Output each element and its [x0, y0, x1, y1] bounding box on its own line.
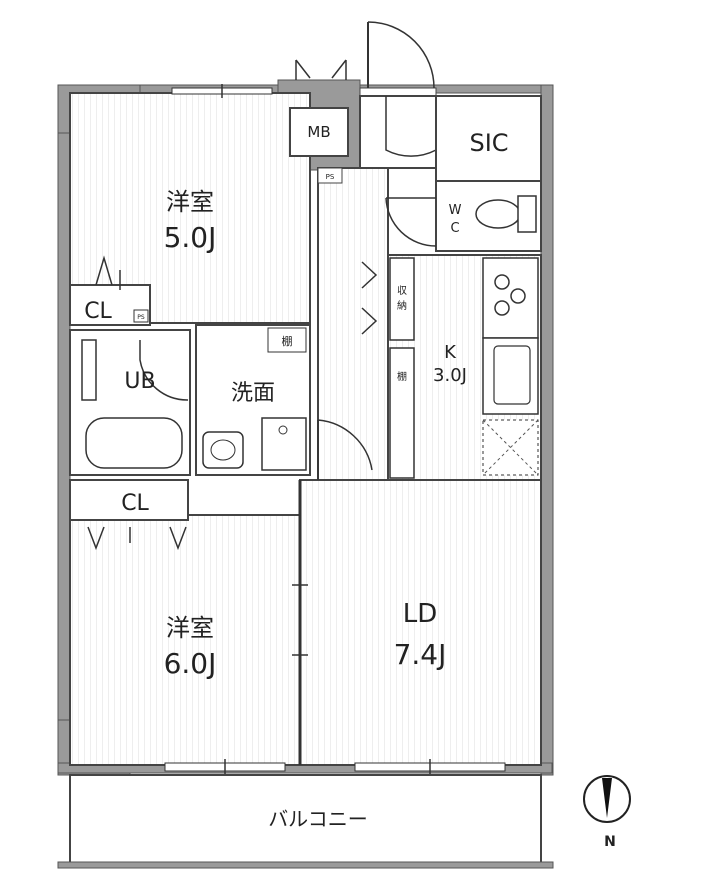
sic-label: SIC: [469, 129, 508, 157]
western-room-1-window[interactable]: [171, 84, 273, 98]
western-room-1-name: 洋室: [166, 188, 214, 216]
hallway-floor: [317, 167, 389, 481]
mb-double-door[interactable]: [295, 59, 347, 80]
western-room-2-name: 洋室: [166, 614, 214, 642]
compass-icon: N: [583, 775, 631, 850]
closet-1: CL PS: [69, 255, 151, 326]
unit-bath: UB: [69, 329, 191, 476]
washroom-door[interactable]: [317, 419, 373, 480]
kitchen: K 3.0J: [433, 257, 539, 476]
toilet-icon: [475, 195, 537, 233]
kitchen-name: K: [444, 342, 457, 363]
balcony-label: バルコニー: [268, 807, 368, 831]
wc-label-c: C: [450, 221, 459, 236]
meter-box: MB: [289, 107, 349, 157]
meter-box-label: MB: [307, 123, 330, 141]
western-room-1-size: 5.0J: [164, 221, 217, 254]
balcony-windows[interactable]: [164, 759, 506, 775]
shelf-label-1: 棚: [282, 334, 293, 348]
ld-size: 7.4J: [394, 638, 447, 671]
sliding-partition[interactable]: [292, 480, 308, 765]
closet-2-label: CL: [121, 491, 149, 516]
washer-pan-icon: [261, 417, 307, 471]
toilet-room: W C: [385, 180, 542, 252]
living-dining: LD 7.4J: [394, 599, 447, 671]
storage-label-1: 収: [397, 285, 407, 297]
balcony: バルコニー: [57, 774, 554, 869]
bathtub-icon: [85, 417, 183, 469]
compass-north-label: N: [604, 834, 616, 850]
shelf-label-2: 棚: [397, 370, 407, 383]
entry-hall: PS: [317, 95, 437, 184]
closet-2: CL: [69, 479, 189, 551]
washroom-label: 洗面: [231, 381, 275, 406]
stove-counter: [482, 257, 539, 339]
entrance-door[interactable]: [359, 21, 437, 97]
ub-label: UB: [124, 369, 155, 394]
ld-name: LD: [403, 599, 438, 629]
ld-floor: [299, 479, 542, 766]
kitchen-storage: 収 納 棚: [361, 257, 415, 479]
washroom: 洗面 棚: [195, 324, 311, 476]
wc-label-w: W: [449, 203, 462, 218]
sink-icon: [202, 431, 244, 469]
closet-1-label: CL: [84, 299, 112, 324]
storage-label-2: 納: [397, 299, 407, 312]
western-room-1: 洋室 5.0J: [164, 188, 217, 254]
kitchen-size: 3.0J: [433, 365, 467, 386]
western-room-2-size: 6.0J: [164, 647, 217, 680]
storage-closet: SIC: [435, 95, 542, 182]
western-room-2: 洋室 6.0J: [164, 614, 217, 680]
ps-label-1: PS: [326, 173, 335, 181]
ps-label-2: PS: [137, 314, 145, 321]
